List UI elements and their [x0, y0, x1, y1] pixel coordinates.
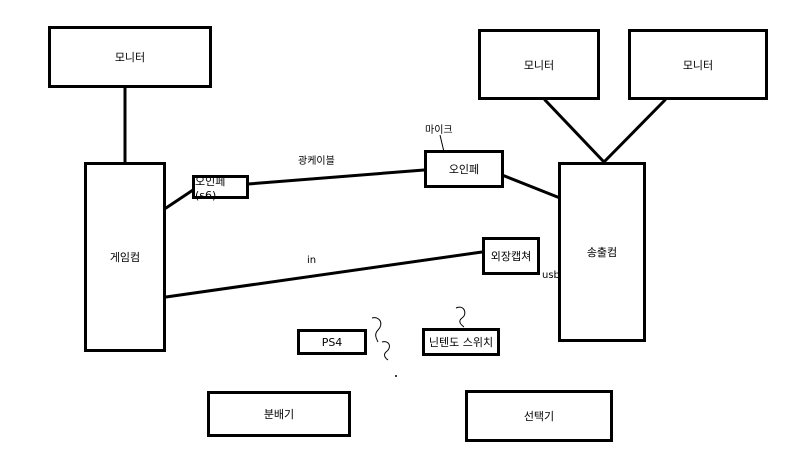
game-pc-label: 게임컴	[109, 251, 141, 264]
monitor-left-label: 모니터	[114, 51, 146, 64]
audio-interface-label: 오인페	[448, 163, 480, 176]
edge-gamepc-audioif-s6	[164, 188, 195, 210]
edge-optical-cable	[246, 168, 426, 186]
monitor-right-box: 모니터	[628, 29, 768, 100]
question-mark-ps4	[371, 317, 382, 343]
game-pc-box: 게임컴	[84, 162, 166, 352]
selector-box: 선택기	[465, 390, 613, 442]
switch-label: 닌텐도 스위치	[428, 336, 494, 349]
monitor-right-label: 모니터	[682, 58, 714, 72]
question-mark-mid	[381, 341, 390, 361]
ps4-label: PS4	[321, 335, 343, 349]
mic-label: 마이크	[425, 125, 453, 136]
ps4-box: PS4	[297, 329, 367, 355]
audio-interface-s6-label: 오인페(s6)	[195, 174, 226, 202]
edge-monitor-right-streampc	[602, 98, 667, 164]
mic-stroke	[439, 134, 445, 153]
monitor-left-box: 모니터	[48, 26, 212, 88]
audio-interface-box: 오인페	[424, 150, 504, 188]
edge-monitor-mid-streampc	[543, 98, 606, 164]
stream-pc-box: 송출컴	[558, 162, 646, 342]
stream-pc-label: 송출컴	[586, 246, 618, 259]
capture-card-label: 외장캡쳐	[490, 250, 532, 263]
optical-cable-label: 광케이블	[298, 156, 335, 167]
edge-audioif-streampc	[500, 173, 562, 200]
question-mark-switch	[455, 306, 466, 328]
stray-dot	[395, 375, 397, 377]
audio-interface-s6-box: 오인페(s6)	[192, 174, 249, 202]
edge-gamepc-capture	[164, 250, 484, 299]
monitor-mid-box: 모니터	[478, 29, 600, 100]
splitter-label: 분배기	[263, 408, 295, 421]
selector-label: 선택기	[523, 410, 555, 423]
capture-card-box: 외장캡쳐	[482, 237, 540, 275]
monitor-mid-label: 모니터	[523, 58, 555, 72]
switch-box: 닌텐도 스위치	[422, 328, 500, 356]
usb-label: usb	[542, 270, 560, 281]
in-label: in	[307, 255, 317, 266]
splitter-box: 분배기	[207, 391, 351, 437]
